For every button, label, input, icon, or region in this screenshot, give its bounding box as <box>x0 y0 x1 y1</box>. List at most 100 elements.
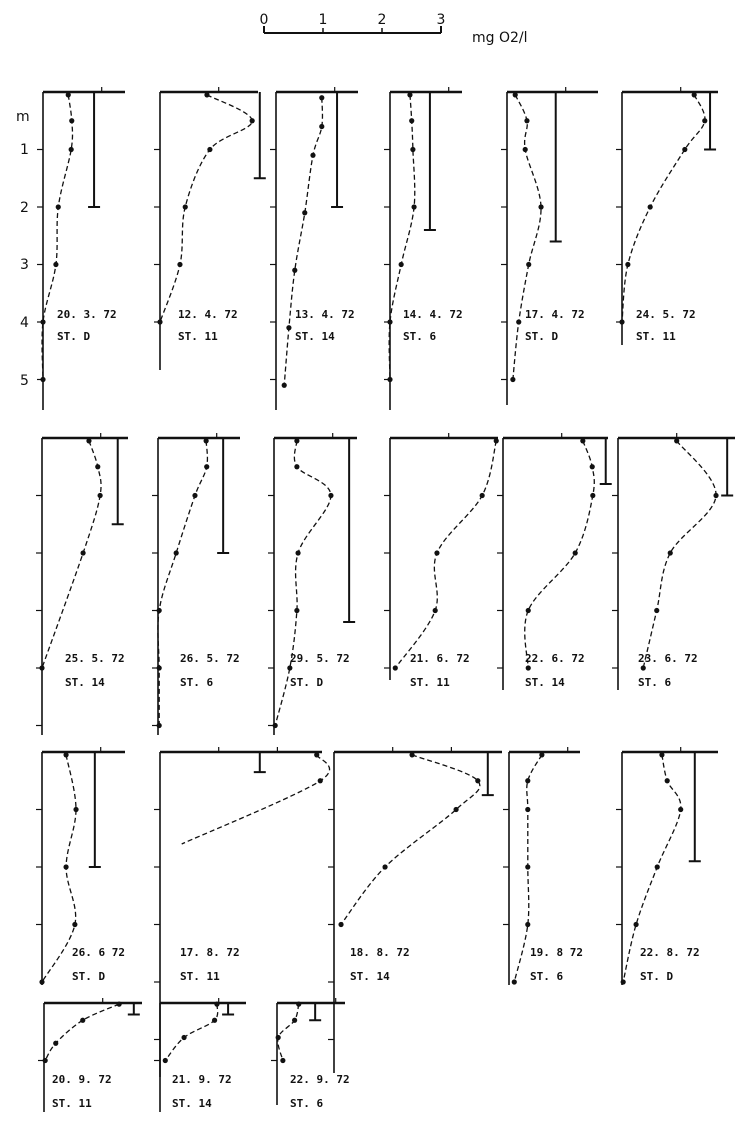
profile-panel: 29. 5. 72 ST. D <box>268 433 357 735</box>
data-point <box>97 492 103 499</box>
panel-station-label: ST. 6 <box>403 330 436 343</box>
data-point <box>398 261 404 268</box>
panel-station-label: ST. 14 <box>295 330 335 343</box>
profile-panel: 14. 4. 72 ST. 6 <box>384 87 463 410</box>
panel-station-label: ST. D <box>57 330 90 343</box>
scale-tick-label: 3 <box>437 12 446 28</box>
data-point <box>214 1001 220 1007</box>
data-point <box>522 146 528 153</box>
data-point <box>177 261 183 268</box>
data-point <box>510 376 516 383</box>
data-point <box>294 464 300 470</box>
panel-station-label: ST. D <box>72 970 105 983</box>
panel-station-label: ST. D <box>290 676 323 689</box>
data-point <box>410 146 416 153</box>
panel-date-label: 17. 8. 72 <box>180 946 240 959</box>
data-point <box>294 607 300 614</box>
panel-date-label: 20. 3. 72 <box>57 308 117 321</box>
data-point <box>432 607 438 614</box>
data-point <box>39 665 45 671</box>
panel-date-label: 22. 8. 72 <box>640 946 700 959</box>
data-point <box>572 550 578 556</box>
depth-tick-label: 1 <box>20 142 29 158</box>
data-point <box>526 261 532 268</box>
data-point <box>691 92 697 98</box>
data-point <box>392 665 398 671</box>
panel-date-label: 24. 5. 72 <box>636 308 696 321</box>
scale-tick-label: 1 <box>319 12 328 28</box>
data-point <box>387 376 393 383</box>
data-point <box>589 464 595 470</box>
data-point <box>475 778 481 784</box>
data-point <box>55 204 61 210</box>
data-point <box>319 95 325 101</box>
data-point <box>647 204 653 210</box>
panel-station-label: ST. D <box>640 970 673 983</box>
data-point <box>181 1034 187 1041</box>
data-point <box>654 864 660 870</box>
oxygen-profile-line <box>340 754 481 925</box>
data-point <box>525 778 531 784</box>
oxygen-profile-line <box>622 754 682 983</box>
panel-date-label: 22. 9. 72 <box>290 1073 350 1086</box>
panel-date-label: 14. 4. 72 <box>403 308 463 321</box>
data-point <box>516 319 522 325</box>
panel-date-label: 21. 9. 72 <box>172 1073 232 1086</box>
data-point <box>116 1001 122 1007</box>
data-point <box>272 722 278 729</box>
data-point <box>453 806 459 813</box>
oxygen-profile-line <box>181 754 330 845</box>
data-point <box>80 550 86 556</box>
data-point <box>524 118 530 124</box>
panel-date-label: 19. 8 72 <box>530 946 583 959</box>
data-point <box>525 864 531 870</box>
data-point <box>72 921 78 928</box>
data-point <box>207 146 213 153</box>
data-point <box>80 1017 86 1023</box>
panel-date-label: 26. 6 72 <box>72 946 125 959</box>
panel-date-label: 13. 4. 72 <box>295 308 355 321</box>
oxygen-profile-line <box>277 1003 300 1061</box>
data-point <box>295 550 301 556</box>
data-point <box>280 1057 286 1064</box>
data-point <box>286 325 292 331</box>
data-point <box>292 1017 298 1023</box>
panel-date-label: 29. 5. 72 <box>290 652 350 665</box>
data-point <box>409 752 415 758</box>
data-point <box>664 778 670 784</box>
profile-panels: 20. 3. 72 ST. D 12. 4. 72 ST. 11 13. 4. 72 ST… <box>36 87 735 1112</box>
data-point <box>40 319 46 325</box>
panel-date-label: 12. 4. 72 <box>178 308 238 321</box>
data-point <box>156 722 162 729</box>
panel-station-label: ST. 6 <box>638 676 671 689</box>
panel-date-label: 20. 9. 72 <box>52 1073 112 1086</box>
data-point <box>667 550 673 556</box>
data-point <box>63 864 69 870</box>
panel-station-label: ST. 11 <box>410 676 450 689</box>
data-point <box>86 438 92 444</box>
data-point <box>590 492 596 499</box>
data-point <box>539 752 545 758</box>
scale-bar: 0 1 2 3 mg O2/l <box>260 12 528 46</box>
oxygen-profile-line <box>394 440 497 669</box>
data-point <box>525 665 531 671</box>
panel-station-label: ST. 11 <box>52 1097 92 1110</box>
data-point <box>525 921 531 928</box>
data-point <box>65 92 71 98</box>
data-point <box>302 210 308 216</box>
panel-date-label: 22. 6. 72 <box>525 652 585 665</box>
scale-tick-label: 2 <box>378 12 387 28</box>
oxygen-profile-line <box>41 754 77 983</box>
data-point <box>409 118 415 124</box>
data-point <box>211 1017 218 1023</box>
profile-panel: 20. 9. 72 ST. 11 <box>38 998 142 1112</box>
data-point <box>182 204 188 210</box>
data-point <box>203 438 209 444</box>
panel-date-label: 21. 6. 72 <box>410 652 470 665</box>
panel-station-label: ST. 6 <box>290 1097 323 1110</box>
